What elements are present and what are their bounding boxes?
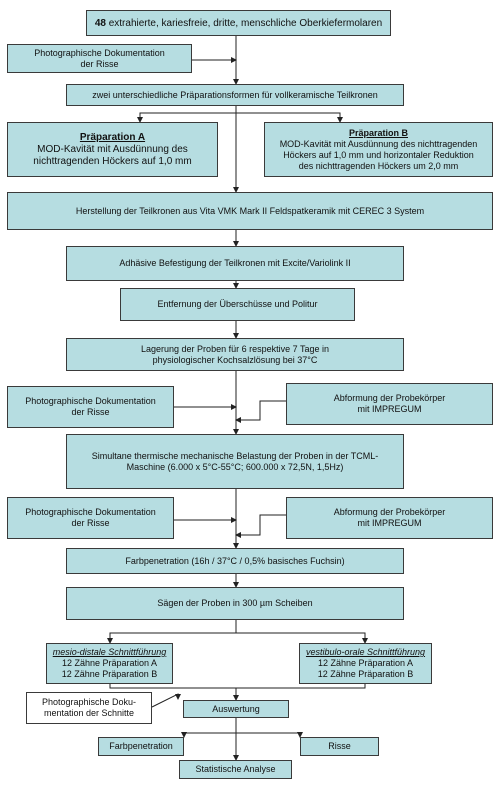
statistics-box: Statistische Analyse — [179, 760, 292, 779]
cracks-result-box: Risse — [300, 737, 379, 756]
arrow — [235, 514, 286, 538]
photo-doc-box-3: Photographische Dokumentation der Risse — [7, 497, 174, 539]
preparation-a-title: Präparation A — [79, 131, 146, 143]
evaluation-box: Auswertung — [183, 700, 289, 718]
vestibulo-oral-title: vestibulo-orale Schnittführung — [305, 647, 426, 657]
arrow — [181, 732, 236, 738]
arrow — [107, 620, 237, 644]
adhesive-cementation-box: Adhäsive Befestigung der Teilkronen mit … — [66, 246, 404, 281]
dye-penetration-box: Farbpenetration (16h / 37°C / 0,5% basis… — [66, 548, 404, 574]
impression-box-1: Abformung der Probekörper mit IMPREGUM — [286, 383, 493, 425]
arrow — [235, 400, 286, 423]
vestibulo-oral-box: vestibulo-orale Schnittführung 12 Zähne … — [299, 643, 432, 684]
sample-box: 48 extrahierte, kariesfreie, dritte, men… — [86, 10, 391, 36]
finishing-box: Entfernung der Überschüsse und Politur — [120, 288, 355, 321]
mesio-distal-box: mesio-distale Schnittführung 12 Zähne Pr… — [46, 643, 173, 684]
mesio-distal-title: mesio-distale Schnittführung — [52, 647, 167, 657]
photo-doc-sections-box: Photographische Doku- mentation der Schn… — [26, 692, 152, 724]
preparation-a-box: Präparation A MOD-Kavität mit Ausdünnung… — [7, 122, 218, 177]
arrow — [137, 112, 236, 123]
storage-box: Lagerung der Proben für 6 respektive 7 T… — [66, 338, 404, 371]
arrow — [236, 684, 366, 689]
dye-penetration-result-box: Farbpenetration — [98, 737, 184, 756]
arrow — [109, 684, 236, 689]
preparation-forms-box: zwei unterschiedliche Präparationsformen… — [66, 84, 404, 106]
arrow — [151, 693, 181, 708]
arrow — [236, 112, 343, 123]
sectioning-box: Sägen der Proben in 300 µm Scheiben — [66, 587, 404, 620]
fabrication-box: Herstellung der Teilkronen aus Vita VMK … — [7, 192, 493, 230]
sample-count: 48 — [94, 17, 106, 29]
preparation-b-box: Präparation B MOD-Kavität mit Ausdünnung… — [264, 122, 493, 177]
arrow — [236, 732, 303, 738]
arrow — [236, 632, 368, 644]
impression-box-2: Abformung der Probekörper mit IMPREGUM — [286, 497, 493, 539]
photo-doc-box-2: Photographische Dokumentation der Risse — [7, 386, 174, 428]
photo-doc-box-1: Photographische Dokumentation der Risse — [7, 44, 192, 73]
preparation-b-title: Präparation B — [348, 127, 408, 138]
thermo-mechanical-loading-box: Simultane thermische mechanische Belastu… — [66, 434, 404, 489]
sample-description: extrahierte, kariesfreie, dritte, mensch… — [105, 17, 383, 29]
